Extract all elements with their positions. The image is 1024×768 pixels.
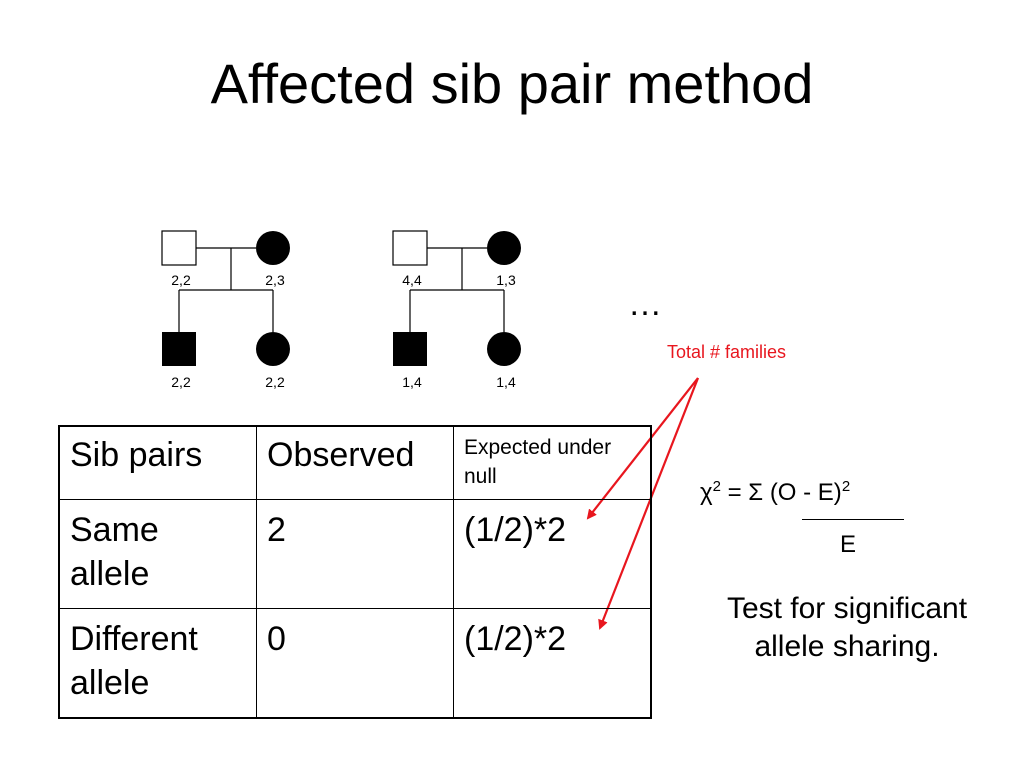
- sib-pair-table: Sib pairs Observed Expected under null S…: [58, 425, 652, 719]
- formula-numerator-line: χ2 = Σ (O - E)2: [700, 478, 850, 508]
- header-observed: Observed: [256, 425, 454, 500]
- header-sib-pairs: Sib pairs: [58, 425, 257, 500]
- table-row: Different allele 0 (1/2)*2: [58, 608, 652, 719]
- genotype-label-mother-1: 2,3: [265, 272, 285, 288]
- annotation-total-families: Total # families: [667, 342, 787, 362]
- father-square: [161, 230, 197, 266]
- header-expected: Expected under null: [453, 425, 652, 500]
- table-header-row: Sib pairs Observed Expected under null: [58, 425, 652, 500]
- daughter-circle-affected: [487, 332, 521, 366]
- conclusion-line-2: allele sharing.: [754, 630, 940, 663]
- genotype-label-daughter-1: 2,2: [265, 374, 285, 390]
- genotype-label-father-2: 4,4: [402, 272, 422, 288]
- page-title: Affected sib pair method: [210, 52, 814, 115]
- conclusion-text: Test for significant allele sharing.: [672, 590, 1022, 666]
- cell-observed: 0: [256, 608, 454, 719]
- cell-expected: (1/2)*2: [453, 608, 652, 719]
- numerator: (O - E): [769, 479, 842, 506]
- father-square: [392, 230, 428, 266]
- conclusion-line-1: Test for significant: [726, 592, 968, 625]
- mother-circle-affected: [487, 231, 521, 265]
- genotype-label-mother-2: 1,3: [496, 272, 516, 288]
- genotype-label-father-1: 2,2: [171, 272, 191, 288]
- fraction-bar: [802, 519, 904, 520]
- cell-label: Different allele: [58, 608, 257, 719]
- genotype-label-son-1: 2,2: [171, 374, 191, 390]
- genotype-label-son-2: 1,4: [402, 374, 422, 390]
- son-square-affected: [393, 332, 427, 366]
- table-row: Same allele 2 (1/2)*2: [58, 499, 652, 609]
- ellipsis: …: [628, 285, 668, 323]
- equals-sum: = Σ: [720, 479, 770, 506]
- denominator: E: [840, 531, 857, 558]
- daughter-circle-affected: [256, 332, 290, 366]
- chi-symbol: χ: [700, 479, 713, 506]
- pedigree-family-1: [161, 230, 290, 366]
- pedigree-family-2: [392, 230, 521, 366]
- cell-label: Same allele: [58, 499, 257, 609]
- cell-observed: 2: [256, 499, 454, 609]
- mother-circle-affected: [256, 231, 290, 265]
- chi-exponent: 2: [712, 478, 721, 495]
- cell-expected: (1/2)*2: [453, 499, 652, 609]
- genotype-label-daughter-2: 1,4: [496, 374, 516, 390]
- numerator-exponent: 2: [841, 478, 851, 495]
- son-square-affected: [162, 332, 196, 366]
